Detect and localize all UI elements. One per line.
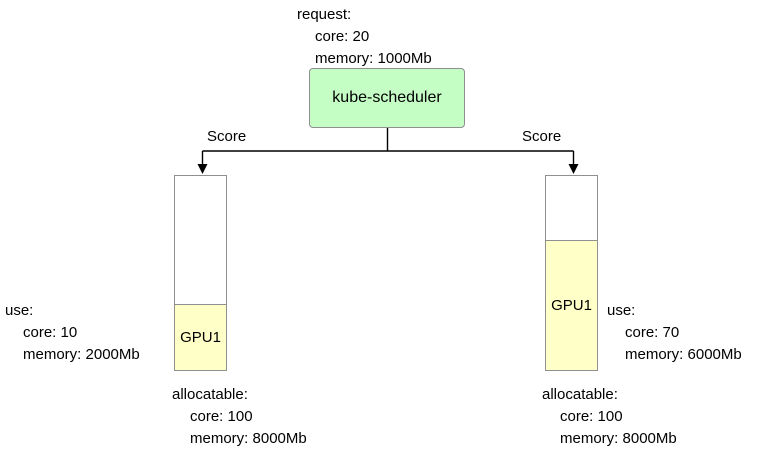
node-left-allocatable-memory: memory: 8000Mb [190, 430, 307, 447]
node-left-allocatable-spec: allocatable: core: 100 memory: 8000Mb [172, 384, 307, 450]
node-left-allocatable-core: core: 100 [190, 408, 253, 425]
node-left-gpu-label: GPU1 [180, 329, 221, 346]
node-left-use-title: use: [5, 302, 34, 319]
node-left-use-spec: use: core: 10 memory: 2000Mb [5, 300, 140, 366]
node-left-use-core: core: 10 [23, 324, 78, 341]
node-left-allocatable-title: allocatable: [172, 386, 248, 403]
node-right-box: GPU1 [545, 175, 598, 371]
node-left-use-memory: memory: 2000Mb [23, 346, 140, 363]
pod-request-spec: request: core: 20 memory: 1000Mb [297, 4, 432, 70]
node-right-allocatable-title: allocatable: [542, 386, 618, 403]
node-right-allocatable-memory: memory: 8000Mb [560, 430, 677, 447]
node-right-allocatable-spec: allocatable: core: 100 memory: 8000Mb [542, 384, 677, 450]
kube-scheduler-box: kube-scheduler [309, 68, 465, 128]
node-right-use-spec: use: core: 70 memory: 6000Mb [607, 300, 742, 366]
node-right-gpu-label: GPU1 [551, 297, 592, 314]
node-right-use-core: core: 70 [625, 324, 680, 341]
node-right-allocatable-core: core: 100 [560, 408, 623, 425]
kube-scheduler-label: kube-scheduler [332, 89, 442, 106]
right-arrowhead-icon [568, 164, 579, 174]
node-right-gpu-usage-fill: GPU1 [546, 240, 597, 370]
left-arrowhead-icon [197, 164, 208, 174]
node-left-gpu-usage-fill: GPU1 [175, 304, 226, 370]
request-core: core: 20 [315, 28, 370, 45]
node-right-use-memory: memory: 6000Mb [625, 346, 742, 363]
score-label-right: Score [522, 128, 562, 145]
score-label-left: Score [207, 128, 247, 145]
node-left-box: GPU1 [174, 175, 227, 371]
request-memory: memory: 1000Mb [315, 50, 432, 67]
node-right-use-title: use: [607, 302, 636, 319]
request-title: request: [297, 6, 352, 23]
